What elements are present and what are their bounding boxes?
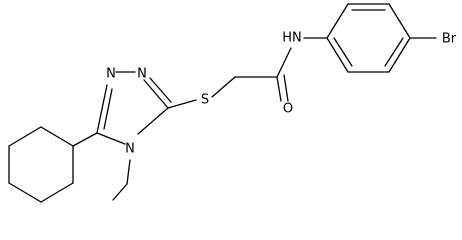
bond: [40, 126, 74, 147]
bond: [333, 37, 353, 67]
bond: [143, 79, 169, 109]
atom-label-nitrogen-top-right: N: [137, 67, 147, 82]
bond: [40, 182, 74, 203]
cyclohexyl-ring: [8, 126, 74, 203]
bond: [388, 37, 411, 73]
bond: [103, 88, 113, 130]
bond: [276, 47, 292, 78]
bond: [149, 77, 172, 103]
atom-label-bromine: Br: [442, 32, 457, 47]
atom-label-sulfur: S: [201, 93, 209, 108]
bond: [126, 159, 131, 185]
molecule-structure-diagram: N N N S O HN Br: [8, 3, 457, 203]
bond: [112, 183, 128, 201]
bond: [283, 74, 289, 102]
bond: [326, 37, 349, 73]
atom-label-nitrogen-ring-bottom: N: [125, 142, 135, 157]
bond: [388, 3, 411, 39]
triazole-ring: [96, 71, 172, 145]
bond: [167, 99, 197, 109]
bond: [8, 126, 42, 147]
bond: [211, 76, 236, 98]
bond: [96, 84, 108, 134]
bond: [72, 132, 98, 147]
bond: [326, 3, 349, 39]
bond: [276, 76, 282, 102]
bond: [8, 182, 42, 203]
bond: [384, 37, 404, 67]
bond: [137, 107, 169, 135]
bromophenyl-ring: [326, 3, 411, 73]
atom-label-nitrogen-top-left: N: [106, 67, 116, 82]
bond: [96, 132, 126, 145]
atom-label-oxygen: O: [283, 102, 293, 117]
atom-label-amide-nh: HN: [282, 31, 302, 46]
